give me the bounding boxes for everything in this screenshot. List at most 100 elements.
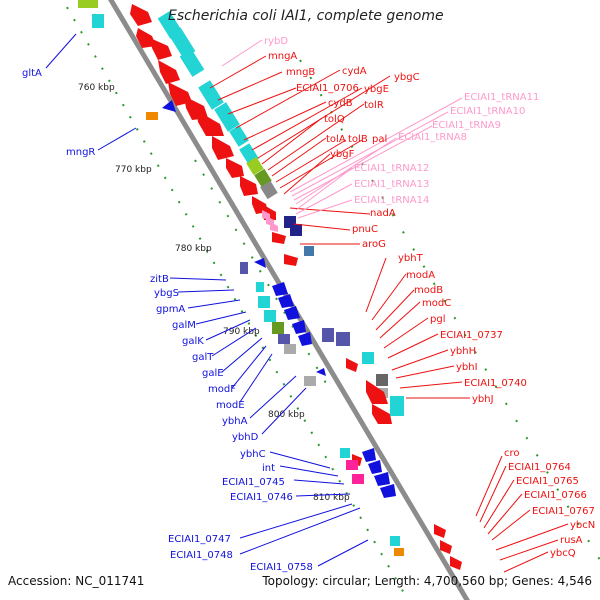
gene-label-ECIAI1_tRNA10[interactable]: ECIAI1_tRNA10 [450,106,525,117]
gene-label-ybhD[interactable]: ybhD [232,432,259,443]
gene-box [284,344,296,354]
leader-line [387,333,439,359]
gene-label-galE[interactable]: galE [202,368,224,379]
gene-box [390,396,404,416]
gene-arrow [380,484,396,498]
gene-label-ybgE[interactable]: ybgE [364,84,389,95]
reverse-gene-features [78,0,404,556]
leader-line [243,101,327,141]
gene-label-modB[interactable]: modB [414,285,443,296]
leader-line [239,507,361,555]
gene-label-ECIAI1_tRNA12[interactable]: ECIAI1_tRNA12 [354,163,429,174]
gene-label-ECIAI1_0745[interactable]: ECIAI1_0745 [222,477,285,488]
gene-label-ECIAI1_0765[interactable]: ECIAI1_0765 [516,476,579,487]
gene-arrow [212,136,234,160]
gene-label-mngB[interactable]: mngB [286,67,315,78]
gene-label-cro[interactable]: cro [504,448,520,459]
gene-label-ybgF[interactable]: ybgF [330,149,355,160]
gene-label-ybcQ[interactable]: ybcQ [550,548,576,559]
gene-label-pal[interactable]: pal [372,134,387,145]
gene-label-ybcN[interactable]: ybcN [570,520,595,531]
gene-label-cydA[interactable]: cydA [342,66,367,77]
gene-label-pgl[interactable]: pgl [430,314,445,325]
gene-label-ybhI[interactable]: ybhI [456,362,478,373]
gene-label-cydB[interactable]: cydB [328,98,353,109]
gene-box [240,262,248,274]
gene-arrow [366,380,388,404]
gene-label-ECIAI1_tRNA14[interactable]: ECIAI1_tRNA14 [354,195,429,206]
gene-label-gltA[interactable]: gltA [22,68,42,79]
ruler-label-770: 770 kbp [115,165,152,175]
leader-line [379,301,421,339]
gene-label-ECIAI1_tRNA13[interactable]: ECIAI1_tRNA13 [354,179,429,190]
gene-label-ECIAI1_0767[interactable]: ECIAI1_0767 [532,506,595,517]
leader-line [187,299,241,309]
gene-label-ECIAI1_tRNA11[interactable]: ECIAI1_tRNA11 [464,92,539,103]
leader-line [365,257,387,313]
gene-label-modE[interactable]: modE [216,400,245,411]
gene-label-rybD[interactable]: rybD [264,36,288,47]
gene-label-ybhT[interactable]: ybhT [398,253,424,264]
leader-line [227,87,297,115]
leader-line [217,71,283,101]
gene-box [214,102,240,132]
gene-label-tolR[interactable]: tolR [364,100,384,111]
leader-line [205,319,251,341]
gene-label-tolA[interactable]: tolA [326,134,346,145]
gene-label-pnuC[interactable]: pnuC [352,224,378,235]
gene-box [246,156,264,176]
gene-label-ybhH[interactable]: ybhH [450,346,476,357]
trna-leader-lines [221,39,463,219]
gene-label-galT[interactable]: galT [192,352,214,363]
gene-label-ybhA[interactable]: ybhA [222,416,248,427]
gene-arrow [284,254,298,266]
gene-label-modF[interactable]: modF [208,384,236,395]
gene-label-ECIAI1_0747[interactable]: ECIAI1_0747 [168,534,231,545]
gene-label-ECIAI1_tRNA9[interactable]: ECIAI1_tRNA9 [432,120,501,131]
gene-label-int[interactable]: int [262,463,275,474]
leader-line [279,139,363,189]
gene-label-ECIAI1_0766[interactable]: ECIAI1_0766 [524,490,587,501]
leader-line [395,365,455,379]
gene-label-zitB[interactable]: zitB [150,274,169,285]
gene-arrow [434,524,446,538]
gene-box [264,310,276,322]
leader-line [295,493,351,497]
leader-line [251,87,363,151]
leader-line [495,523,569,551]
gene-label-modA[interactable]: modA [406,270,435,281]
gene-label-ECIAI1_0758[interactable]: ECIAI1_0758 [250,562,313,573]
gene-label-nadA[interactable]: nadA [370,208,396,219]
gene-label-tolB[interactable]: tolB [348,134,368,145]
gene-label-mngA[interactable]: mngA [268,51,297,62]
gene-label-ECIAI1_0746[interactable]: ECIAI1_0746 [230,492,293,503]
leader-line [261,387,307,435]
gene-label-gpmA[interactable]: gpmA [156,304,185,315]
leader-line [283,153,331,195]
gene-label-ECIAI1_0740[interactable]: ECIAI1_0740 [464,378,527,389]
gene-label-aroG[interactable]: aroG [362,239,386,250]
gene-label-ECIAI1_0737[interactable]: ECIAI1_0737 [440,330,503,341]
gene-arrow [226,158,244,178]
gene-label-rusA[interactable]: rusA [560,535,583,546]
leader-line [371,273,407,321]
gene-label-tolQ[interactable]: tolQ [324,114,345,125]
gene-label-ybgC[interactable]: ybgC [394,72,420,83]
leader-line [235,69,341,129]
leader-line [45,33,77,69]
gene-box [290,224,302,236]
gene-label-ECIAI1_tRNA8[interactable]: ECIAI1_tRNA8 [398,132,467,143]
gene-box [78,0,98,8]
gene-label-galK[interactable]: galK [182,336,204,347]
gene-label-mngR[interactable]: mngR [66,147,95,158]
leader-line [177,289,235,293]
gene-label-ybhJ[interactable]: ybhJ [472,394,494,405]
gene-label-ybgS[interactable]: ybgS [154,288,179,299]
gene-label-ybhC[interactable]: ybhC [240,449,266,460]
gene-label-modC[interactable]: modC [422,298,451,309]
gene-label-ECIAI1_0706[interactable]: ECIAI1_0706 [296,83,359,94]
gene-label-galM[interactable]: galM [172,320,196,331]
gene-label-ECIAI1_0764[interactable]: ECIAI1_0764 [508,462,571,473]
gene-box [346,460,358,470]
gene-label-ECIAI1_0748[interactable]: ECIAI1_0748 [170,550,233,561]
